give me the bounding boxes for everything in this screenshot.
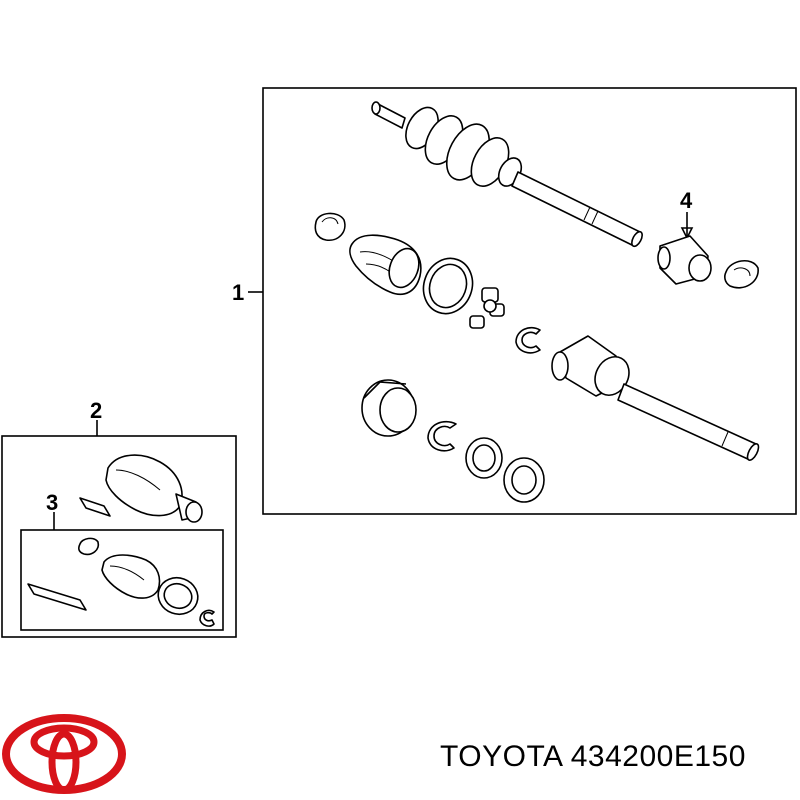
part-number-caption: TOYOTA 434200E150 <box>440 740 746 773</box>
band-large <box>422 257 474 315</box>
assembly-frame-1 <box>262 87 797 515</box>
clamp-right <box>724 260 759 289</box>
kit-frame-2 <box>1 435 237 638</box>
part-4-inner-joint <box>657 235 712 285</box>
toyota-logo-icon <box>2 714 126 794</box>
clamp-small <box>314 212 346 242</box>
washer-1 <box>465 437 503 479</box>
snap-ring-lower <box>427 420 457 452</box>
tripod-joint <box>469 287 505 329</box>
callout-4[interactable]: 4 <box>680 188 693 213</box>
callout-2[interactable]: 2 <box>90 398 102 423</box>
kit-frame-3 <box>20 529 224 631</box>
boot-kit-2 <box>79 454 203 523</box>
snap-ring-upper <box>515 326 541 354</box>
washer-2 <box>503 457 545 503</box>
damper <box>361 379 417 437</box>
callout-3[interactable]: 3 <box>46 490 58 515</box>
boot-upper <box>349 234 422 296</box>
boot-kit-3 <box>27 537 215 627</box>
inner-shaft-housing <box>551 335 760 461</box>
callout-1[interactable]: 1 <box>232 280 244 305</box>
outer-joint-shaft <box>371 101 643 248</box>
